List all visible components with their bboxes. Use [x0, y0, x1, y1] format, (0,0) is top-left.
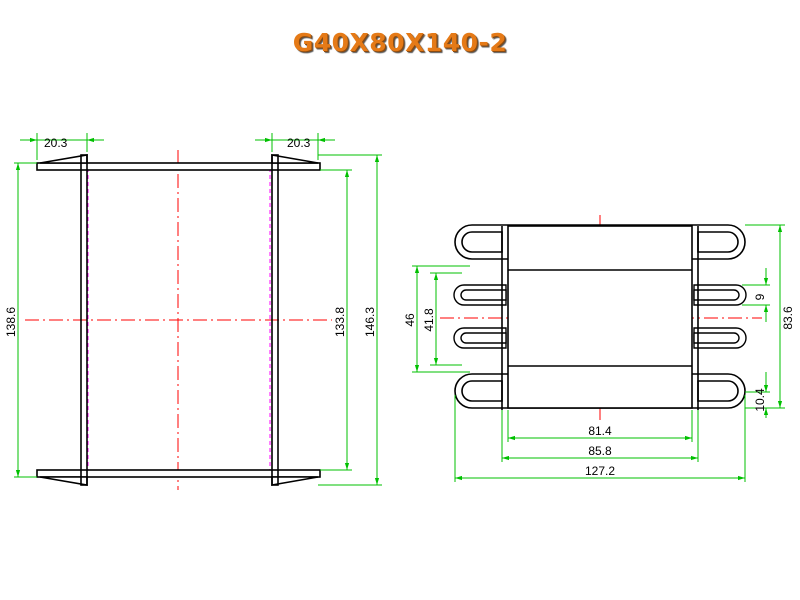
front-view: 20.3 20.3 138.6 133.8 146.3	[4, 133, 382, 490]
front-top-flange	[36, 154, 321, 171]
dim-left-flange-width: 20.3	[44, 136, 68, 150]
dim-right-flange-width: 20.3	[287, 136, 311, 150]
dim-front-height-outer: 138.6	[4, 307, 18, 337]
dim-front-height-inner: 133.8	[333, 307, 347, 337]
dim-side-width-inner: 81.4	[588, 424, 612, 438]
dim-side-height-overall: 83.6	[781, 306, 795, 330]
side-view: 81.4 85.8 127.2 46 41.8 9 83.6 10.4	[403, 215, 795, 482]
front-hidden-lines	[87, 168, 271, 475]
front-bottom-flange	[36, 469, 321, 486]
drawing-title: G40X80X140-2	[292, 28, 508, 57]
front-cheeks	[80, 154, 279, 486]
dim-side-height-46: 46	[403, 313, 417, 327]
dim-front-height-overall: 146.3	[363, 307, 377, 337]
dim-side-slot-10-4: 10.4	[753, 388, 767, 412]
side-core	[501, 225, 699, 410]
side-pins-right	[693, 284, 747, 349]
side-dimensions	[412, 224, 785, 482]
front-dimensions	[14, 133, 382, 486]
dim-side-width-overall: 127.2	[585, 464, 615, 478]
dim-side-height-41-8: 41.8	[422, 308, 436, 332]
dim-side-pin-pitch: 9	[753, 293, 767, 300]
dim-side-width-mid: 85.8	[588, 444, 612, 458]
front-centerlines	[25, 150, 332, 490]
side-pins-left	[453, 284, 507, 349]
